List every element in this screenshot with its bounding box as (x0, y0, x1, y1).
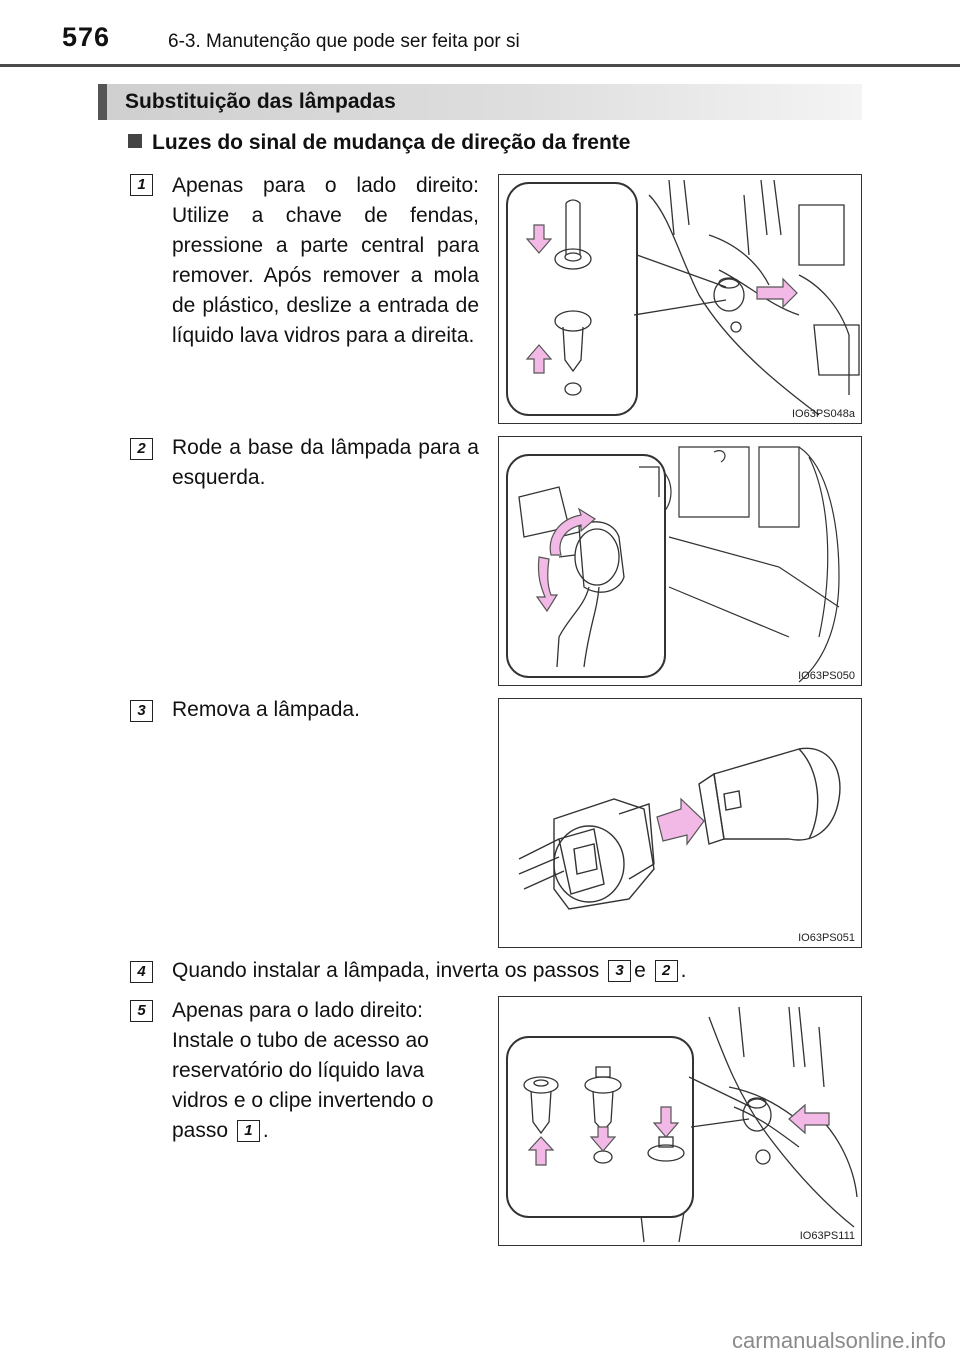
step-text-part: Apenas para o lado direito: Instale o tu… (172, 999, 434, 1142)
step-number: 3 (130, 700, 153, 722)
step-reference: 3 (608, 960, 632, 982)
step-number: 1 (130, 174, 153, 196)
subheading: Luzes do sinal de mudança de direção da … (128, 131, 630, 155)
step-text: Remova a lâmpada. (172, 698, 360, 721)
step-text: Quando instalar a lâmpada, inverta os pa… (172, 956, 812, 986)
step-number: 2 (130, 438, 153, 460)
bulb-removal-illustration (518, 747, 841, 910)
page-number: 576 (62, 22, 111, 52)
step-reference: 1 (236, 1120, 260, 1142)
section-title-bar: Substituição das lâmpadas (98, 84, 862, 120)
step-text-part: Quando instalar a lâmpada, inverta os pa… (172, 959, 606, 982)
clip-installation-illustration (506, 1006, 858, 1243)
bullet-square-icon (128, 134, 142, 148)
figure-step-2: IO63PS050 (498, 436, 862, 686)
figure-code: IO63PS050 (798, 670, 855, 682)
step-number: 4 (130, 961, 153, 983)
bulb-base-rotation-illustration (506, 446, 840, 683)
figure-code: IO63PS111 (799, 1230, 855, 1242)
header-divider (0, 64, 960, 67)
step-reference: 2 (654, 960, 678, 982)
step-text: Rode a base da lâmpada para a esquerda. (172, 436, 479, 489)
step-text: Apenas para o lado direito: Utilize a ch… (172, 174, 479, 347)
watermark-text: carmanualsonline.info (731, 1328, 946, 1353)
step-text-part: . (680, 959, 687, 982)
step-text: Apenas para o lado direito: Instale o tu… (172, 996, 472, 1146)
step-number: 5 (130, 1000, 153, 1022)
step-text-part: e (634, 959, 652, 982)
section-title: Substituição das lâmpadas (125, 90, 396, 113)
step-text-part: . (262, 1119, 269, 1142)
figure-step-5: IO63PS111 (498, 996, 862, 1246)
subheading-text: Luzes do sinal de mudança de direção da … (152, 131, 631, 154)
clip-removal-illustration (506, 179, 860, 416)
figure-code: IO63PS051 (798, 932, 855, 944)
figure-step-1: IO63PS048a (498, 174, 862, 424)
chapter-header: 6-3. Manutenção que pode ser feita por s… (168, 31, 520, 52)
figure-step-3: IO63PS051 (498, 698, 862, 948)
figure-code: IO63PS048a (792, 408, 855, 420)
